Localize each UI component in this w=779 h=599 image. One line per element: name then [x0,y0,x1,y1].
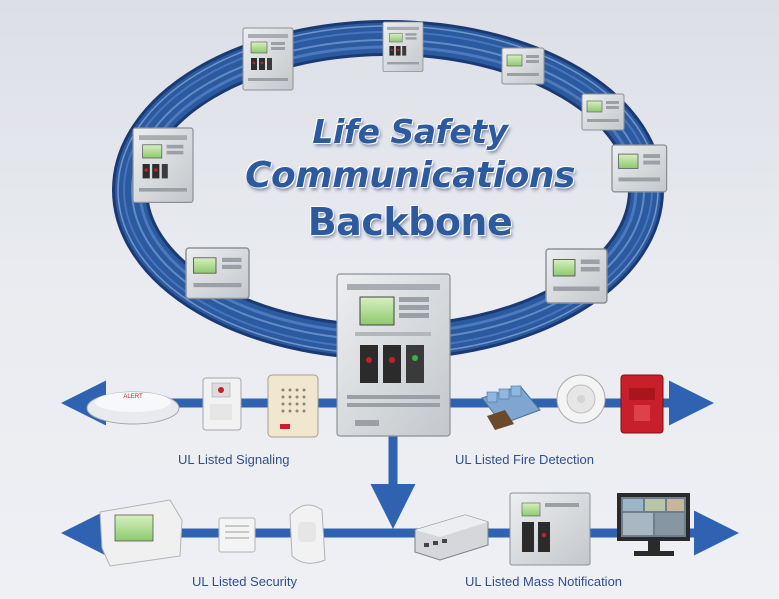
title-backbone: Backbone [307,200,513,244]
relay-module-icon [481,385,541,430]
caption-mass-notification: UL Listed Mass Notification [465,574,623,589]
access-controller-icon [99,499,183,567]
strobe-device-icon [202,377,242,431]
caption-security: UL Listed Security [192,574,298,589]
pull-station-icon [620,374,664,434]
ring-panel-6 [611,144,668,193]
control-panel-icon [336,273,451,437]
caption-signaling: UL Listed Signaling [178,452,290,467]
ring-panel-7 [185,247,250,300]
network-gateway-icon [414,514,489,561]
wall-speaker-icon [267,374,319,438]
monitor-icon [617,493,690,556]
secondary-panel-icon [509,492,591,566]
strobe-label: ALERT [123,394,143,400]
ceiling-speaker-icon: ALERT [86,391,180,425]
ring-panel-1 [242,27,294,91]
motion-sensor-icon [289,504,326,564]
caption-fire-detection: UL Listed Fire Detection [455,452,594,467]
title-communications: Communications [245,155,575,196]
ring-panel-5 [132,127,194,204]
ring-panel-2 [382,21,424,72]
smoke-detector-icon [556,374,606,424]
title-life-safety: Life Safety [312,112,508,151]
ring-panel-3 [501,47,545,85]
keypad-icon [218,517,256,553]
ring-panel-8 [545,248,608,304]
